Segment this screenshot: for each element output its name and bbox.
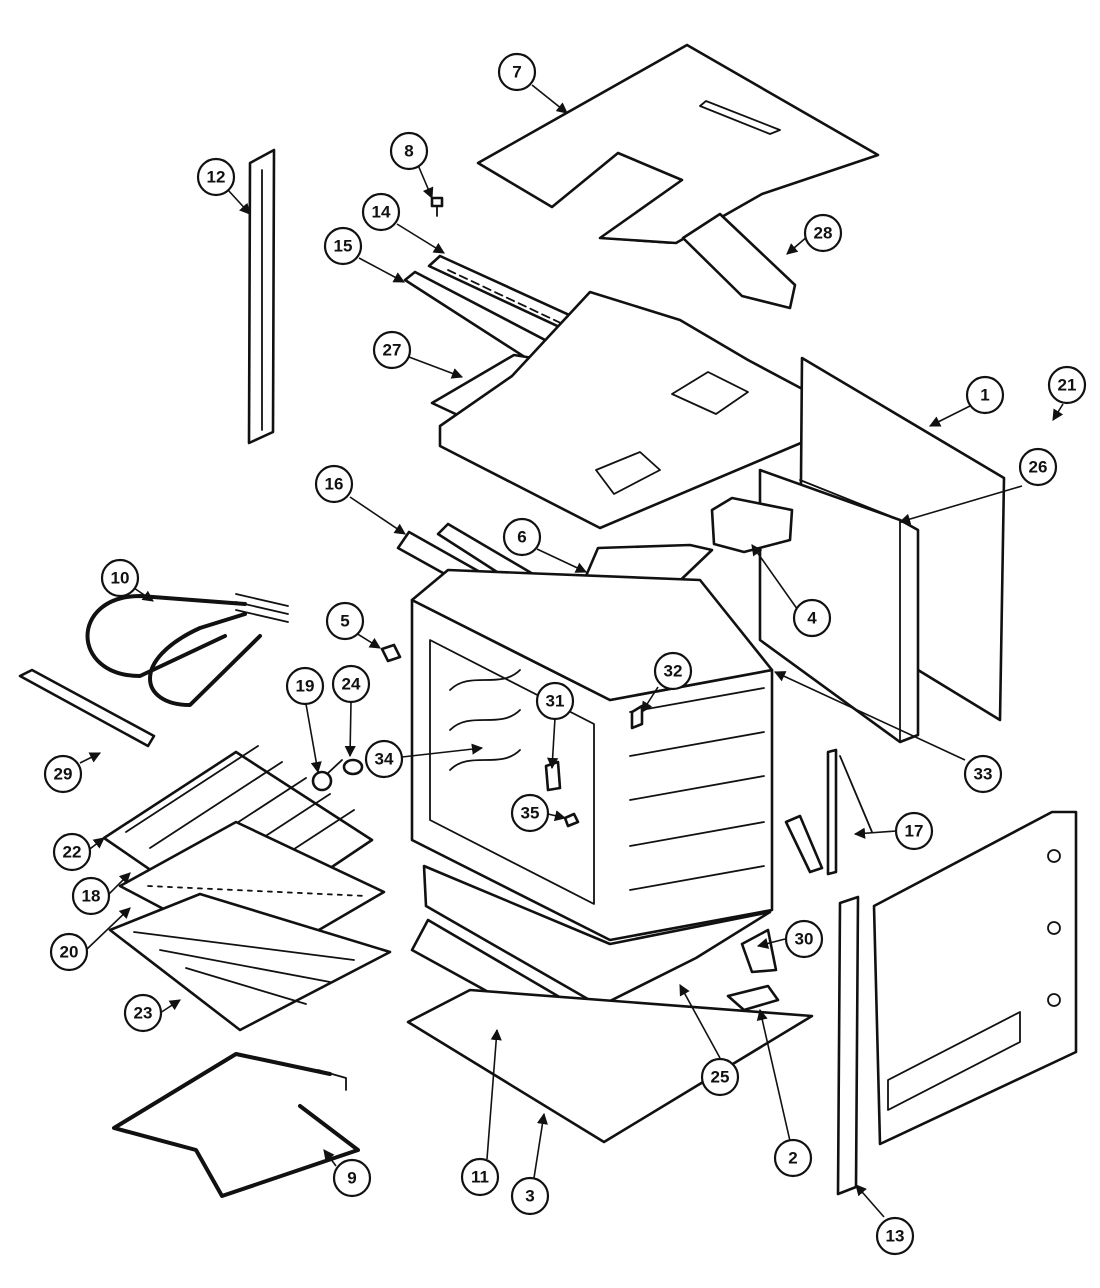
callout-33-label: 33 [974,765,993,784]
door-hinge-part [784,748,873,876]
callout-24: 24 [331,664,371,704]
side-panel-part [872,810,1078,1146]
callout-21: 21 [1047,365,1087,405]
screw-cavity-part [563,812,580,828]
callout-27-label: 27 [383,341,402,360]
callout-9: 9 [332,1158,372,1198]
callout-6-label: 6 [517,528,526,547]
callout-7: 7 [497,52,537,92]
callout-15-label: 15 [334,237,353,256]
right-trim-strip-part [836,895,860,1196]
bottom-tray-part [422,864,772,1008]
callout-10: 10 [100,558,140,598]
bottom-pan-part [406,988,814,1144]
oven-rack-lower-part [108,892,392,1032]
small-bracket-part [726,984,780,1012]
callout-2-label: 2 [788,1149,797,1168]
callout-14-label: 14 [372,203,391,222]
lamp-bulb-part [311,759,343,792]
callout-1: 1 [965,375,1005,415]
top-panel-part [476,43,880,245]
callout-16: 16 [314,464,354,504]
callout-26: 26 [1018,447,1058,487]
callout-10-label: 10 [111,569,130,588]
small-block-part [380,643,402,663]
callout-11-label: 11 [471,1168,489,1187]
leader-lines [79,84,1064,1218]
callout-24-label: 24 [342,675,361,694]
callout-13: 13 [875,1216,915,1256]
latch-part [630,704,644,730]
callout-17: 17 [894,811,934,851]
callout-32: 32 [653,651,693,691]
callout-17-label: 17 [905,822,924,841]
callout-11: 11 [460,1157,500,1197]
callout-30-label: 30 [795,930,814,949]
junction-box-part [710,496,794,554]
callout-8-label: 8 [404,142,413,161]
callout-31-label: 31 [546,692,565,711]
callout-18-label: 18 [82,887,101,906]
callout-23: 23 [123,993,163,1033]
callout-5: 5 [325,601,365,641]
callout-19-label: 19 [296,677,315,696]
clip-part [544,760,562,792]
callout-15: 15 [323,226,363,266]
callout-1-label: 1 [980,386,989,405]
callout-25: 25 [700,1057,740,1097]
callout-20-label: 20 [60,943,79,962]
callout-22-label: 22 [63,843,82,862]
callout-31: 31 [535,681,575,721]
callout-28-label: 28 [814,224,833,243]
callout-21-label: 21 [1058,376,1077,395]
callout-9-label: 9 [347,1169,356,1188]
callout-32-label: 32 [664,662,683,681]
callout-12-label: 12 [207,168,226,187]
callout-25-label: 25 [711,1068,730,1087]
callout-20: 20 [49,932,89,972]
callout-30: 30 [784,919,824,959]
callout-14: 14 [361,192,401,232]
callout-34: 34 [364,739,404,779]
top-insulation-assembly-part [430,290,810,530]
callout-23-label: 23 [134,1004,153,1023]
callout-22: 22 [52,832,92,872]
callout-34-label: 34 [375,750,394,769]
callout-13-label: 13 [886,1227,905,1246]
callout-4-label: 4 [807,609,817,628]
callout-19: 19 [285,666,325,706]
broil-element-part [85,593,289,707]
bottom-bracket-part [740,928,778,974]
callout-29-label: 29 [54,765,73,784]
screw-part [430,196,444,217]
callout-7-label: 7 [512,63,521,82]
element-bracket-part [18,668,156,748]
callout-8: 8 [389,131,429,171]
callout-33: 33 [963,754,1003,794]
callout-26-label: 26 [1029,458,1048,477]
callout-18: 18 [71,876,111,916]
left-trim-strip-part [247,148,276,445]
callout-16-label: 16 [325,475,344,494]
callout-35: 35 [510,793,550,833]
callout-35-label: 35 [521,804,540,823]
callout-2: 2 [773,1138,813,1178]
callout-3-label: 3 [525,1187,534,1206]
callout-27: 27 [372,330,412,370]
lamp-socket-part [342,758,364,776]
callout-3: 3 [510,1176,550,1216]
callout-28: 28 [803,213,843,253]
bake-element-part [112,1052,360,1198]
callout-29: 29 [43,754,83,794]
callout-5-label: 5 [340,612,349,631]
callout-4: 4 [792,598,832,638]
top-bracket-part [681,212,797,310]
callout-12: 12 [196,157,236,197]
callout-6: 6 [502,517,542,557]
